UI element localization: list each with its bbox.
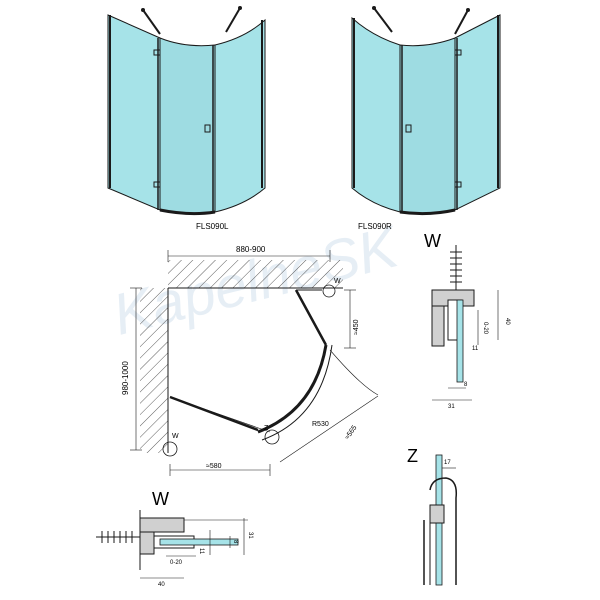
- detail-z-title: Z: [407, 446, 418, 466]
- detail-w-bottom-dim-range: 0-20: [170, 560, 183, 566]
- plan-view: [130, 250, 379, 476]
- detail-marker-z: Z: [264, 425, 269, 432]
- detail-w-top-title: W: [424, 231, 441, 251]
- detail-z-dim-17: 17: [444, 460, 451, 466]
- detail-w-top-dim-31: 31: [448, 404, 455, 410]
- detail-w-bottom: [96, 510, 248, 579]
- detail-w-top-dim-8: 8: [464, 382, 468, 388]
- enclosure-left: [107, 6, 266, 216]
- detail-w-bottom-dim-40: 40: [158, 582, 165, 588]
- dim-side: ≈450: [353, 319, 360, 335]
- dim-width: 880-900: [236, 245, 266, 254]
- dim-chord: ≈565: [344, 424, 359, 441]
- detail-z: [423, 454, 458, 586]
- dim-depth: 980-1000: [121, 361, 130, 395]
- dim-bottom: ≈580: [206, 463, 222, 470]
- detail-w-top-dim-11: 11: [472, 346, 479, 352]
- detail-w-bottom-title: W: [152, 489, 169, 509]
- detail-w-bottom-dim-8: 8: [232, 540, 238, 544]
- enclosure-right: [351, 6, 501, 216]
- model-label-left: FLS090L: [196, 222, 229, 231]
- dim-radius: R530: [312, 421, 329, 428]
- detail-w-bottom-dim-11: 11: [198, 548, 204, 555]
- detail-w-top-dim-range: 0-20: [482, 322, 488, 335]
- detail-marker-w-bottom: W: [172, 433, 179, 440]
- detail-marker-w-top: W: [334, 278, 341, 285]
- detail-w-top-dim-40: 40: [504, 318, 510, 325]
- model-label-right: FLS090R: [358, 222, 392, 231]
- detail-w-top: [431, 245, 499, 401]
- detail-w-bottom-dim-31: 31: [247, 532, 253, 539]
